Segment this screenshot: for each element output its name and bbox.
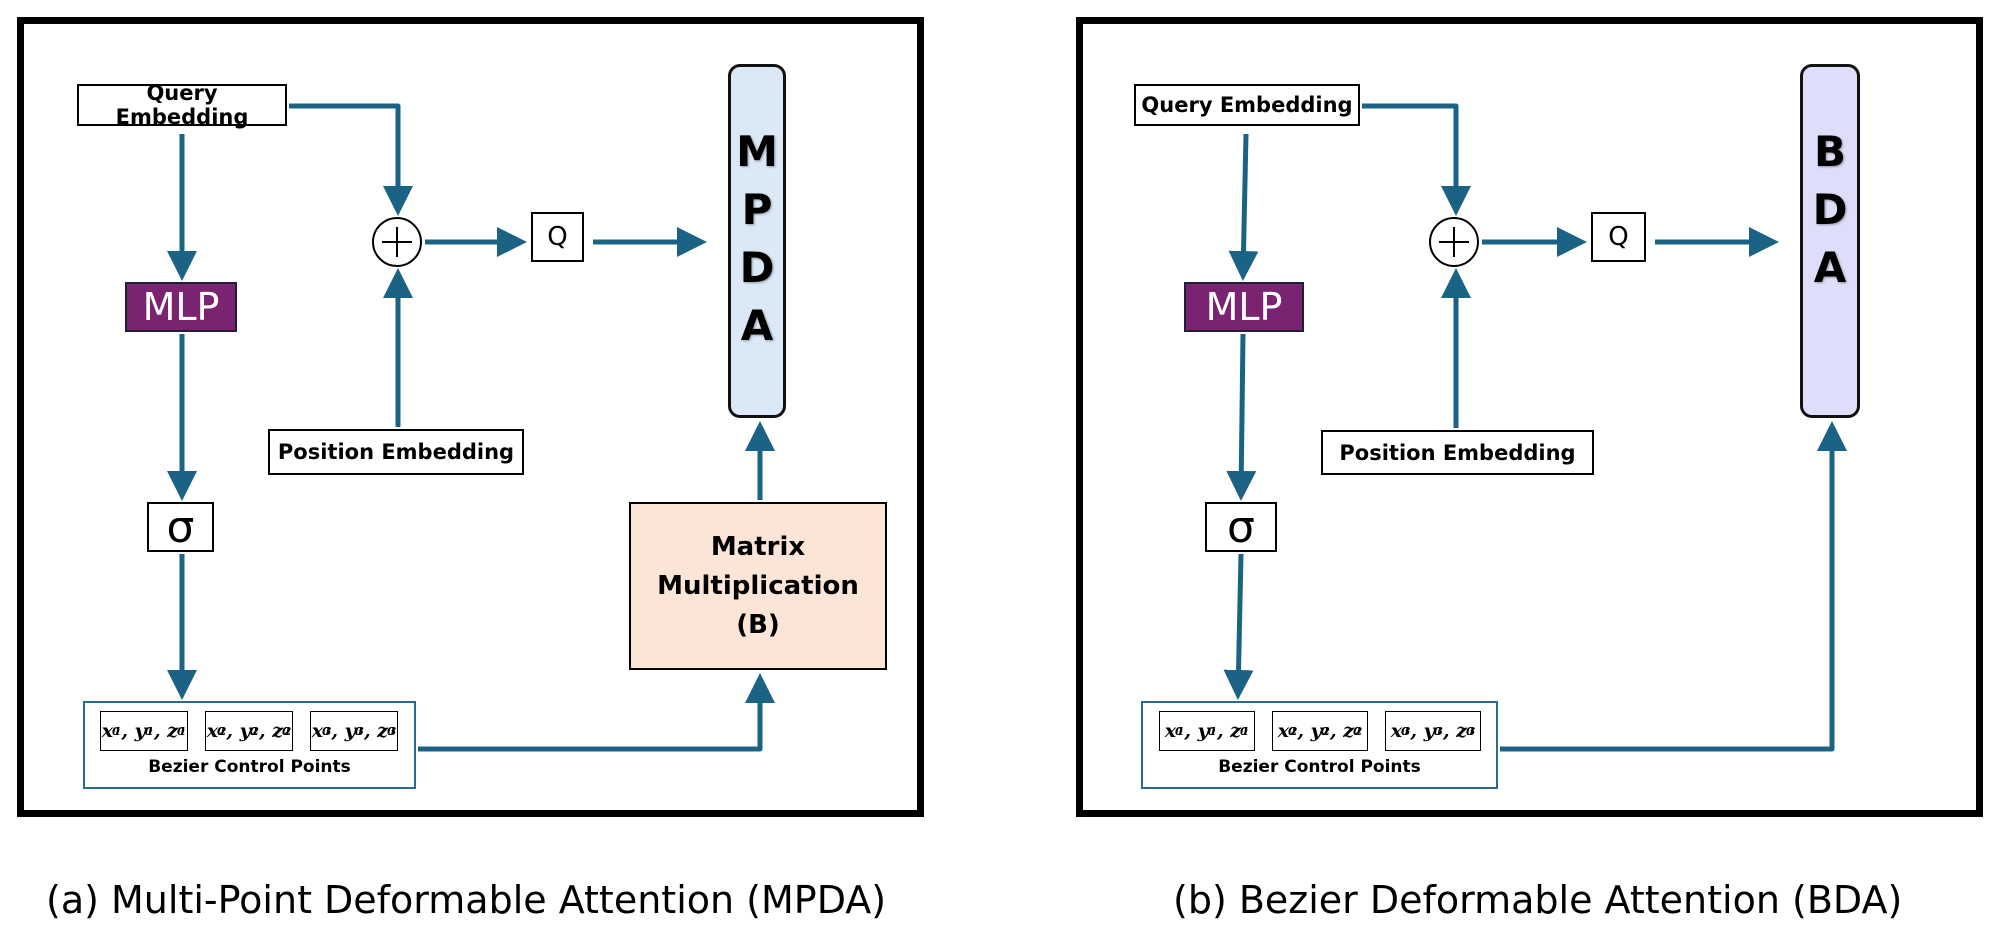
q-box-a: Q [531,212,584,262]
sigma-box-a: σ [147,502,214,553]
position-embedding-box-a: Position Embedding [268,429,524,475]
bda-letter: D [1812,185,1848,234]
sigma-box-b: σ [1205,502,1277,553]
add-operator-a [372,217,422,267]
bezier-label-a: Bezier Control Points [148,757,351,777]
caption-a: (a) Multi-Point Deformable Attention (MP… [46,878,887,922]
q-box-b: Q [1591,212,1646,262]
matrix-line: Matrix [710,531,806,562]
mpda-letter: A [740,301,774,350]
mpda-letter: D [739,243,775,292]
matrix-multiplication-box: Matrix Multiplication (B) [629,502,887,670]
query-embedding-box-a: Query Embedding [77,81,287,129]
query-embedding-box-b: Query Embedding [1134,84,1360,126]
mlp-box-b: MLP [1184,282,1304,332]
arrow-query-to-add-a [289,103,413,216]
arrow-sigma-to-bezier-b [1223,553,1254,700]
matrix-line: (B) [736,609,780,640]
arrow-mlp-to-sigma-b [1226,333,1257,501]
mpda-letter: M [736,127,778,176]
mlp-box-a: MLP [125,282,237,332]
arrow-query-to-add-b [1362,103,1471,216]
mpda-letter: P [741,185,773,234]
position-embedding-box-b: Position Embedding [1321,430,1594,475]
add-operator-b [1429,217,1479,267]
arrow-query-to-mlp-b [1228,133,1259,281]
bda-letter: B [1813,127,1846,176]
bda-letter: A [1813,243,1847,292]
arrow-bezier-to-bda [1500,421,1847,752]
bezier-label-b: Bezier Control Points [1218,757,1421,777]
bda-block: B D A [1800,64,1860,418]
caption-b: (b) Bezier Deformable Attention (BDA) [1173,878,1903,922]
matrix-line: Multiplication [657,570,859,601]
arrow-bezier-to-matrix [418,673,775,752]
mpda-block: M P D A [728,64,786,418]
